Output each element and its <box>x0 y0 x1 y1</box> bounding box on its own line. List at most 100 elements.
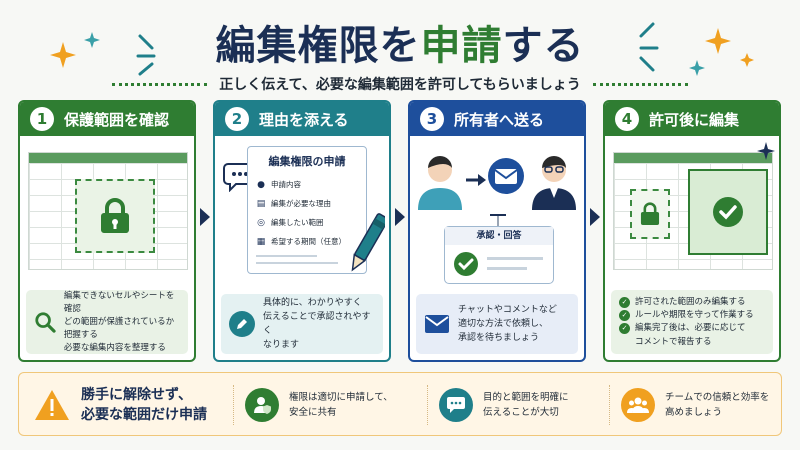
check-circle-icon <box>713 197 743 227</box>
step-number: 3 <box>420 107 444 131</box>
note-line: 承認を待ちましょう <box>458 333 540 343</box>
subtitle-row: 正しく伝えて、必要な編集範囲を許可してもらいましょう <box>0 72 800 96</box>
page-title: 編集権限を申請する <box>216 13 585 71</box>
envelope-icon <box>488 158 524 194</box>
protected-range <box>75 179 155 253</box>
team-icon <box>621 388 655 422</box>
title-row: 編集権限を申請する <box>0 12 800 72</box>
summary-item-line: 伝えることが大切 <box>483 407 559 418</box>
summary-item-line: 安全に共有 <box>289 407 337 418</box>
step-card-1: 1 保護範囲を確認 編集できないセルやシートを確認 どの範囲が保護されているか … <box>18 100 196 362</box>
requester-icon <box>418 156 462 210</box>
request-form: 編集権限の申請 ●申請内容 ▤編集が必要な理由 ◎編集したい範囲 ▦希望する期間… <box>247 146 367 274</box>
arrow-right-icon <box>200 208 210 226</box>
note-line: 編集できないセルやシートを確認 <box>63 290 175 314</box>
magnifier-icon <box>35 312 56 333</box>
step-number: 2 <box>225 107 249 131</box>
step-illustration <box>605 136 779 294</box>
note-row: ✓ ルールや期限を守って作業する <box>619 309 754 322</box>
lock-icon <box>640 202 660 225</box>
form-item: ◎編集したい範囲 <box>257 217 324 228</box>
note-line: 必要な編集内容を整理する <box>63 342 166 353</box>
sparkle-right-icon <box>639 22 754 76</box>
summary-line: 必要な範囲だけ申請 <box>81 407 207 423</box>
note-row: ✓ 編集完了後は、必要に応じて <box>619 322 746 335</box>
step-card-2: 2 理由を添える 編集権限の申請 ●申請内容 ▤編集が必要な理由 ◎編集したい範… <box>213 100 391 362</box>
summary-line: 勝手に解除せず、 <box>81 387 193 403</box>
spreadsheet-illustration <box>613 152 773 270</box>
note-row: ✓ 許可された範囲のみ編集する <box>619 296 746 309</box>
form-item: ●申請内容 <box>257 179 301 190</box>
summary-item-line: 権限は適切に申請して、 <box>289 392 393 403</box>
step-header: 4 許可後に編集 <box>605 102 779 136</box>
locked-range <box>630 189 670 239</box>
sparkle-icon <box>757 142 775 160</box>
approval-card: 承認・回答 <box>444 226 554 284</box>
step-note: チャットやコメントなど 適切な方法で依頼し、 承認を待ちましょう <box>416 294 578 354</box>
note-line: 適切な方法で依頼し、 <box>458 319 549 329</box>
note-line: 把握する <box>63 329 98 340</box>
chat-icon <box>439 388 473 422</box>
form-item: ▦希望する期間（任意） <box>256 236 346 247</box>
check-icon: ✓ <box>619 309 630 321</box>
approval-label: 承認・回答 <box>445 227 553 245</box>
step-title: 所有者へ送る <box>454 110 545 129</box>
target-icon: ◎ <box>257 217 265 228</box>
lock-icon <box>101 198 129 233</box>
summary-item: チームでの信頼と効率を 高めましょう <box>621 373 781 437</box>
pen-icon <box>351 213 385 272</box>
step-title: 許可後に編集 <box>649 110 740 129</box>
step-illustration: 編集権限の申請 ●申請内容 ▤編集が必要な理由 ◎編集したい範囲 ▦希望する期間… <box>215 136 389 294</box>
step-note: ✓ 許可された範囲のみ編集する ✓ ルールや期限を守って作業する ✓ 編集完了後… <box>611 290 773 354</box>
dotted-divider <box>592 82 688 86</box>
calendar-icon: ▦ <box>256 236 266 247</box>
owner-icon <box>532 156 576 210</box>
warning-icon <box>35 390 69 420</box>
arrow-right-icon <box>395 208 405 226</box>
check-circle-icon <box>454 252 478 276</box>
step-note: 具体的に、わかりやすく 伝えることで承認されやすく なります <box>221 294 383 354</box>
user-icon: ● <box>257 179 265 190</box>
step-title: 保護範囲を確認 <box>64 110 170 129</box>
form-title: 編集権限の申請 <box>268 155 346 168</box>
note-line: なります <box>263 340 300 350</box>
step-header: 3 所有者へ送る <box>410 102 584 136</box>
step-number: 1 <box>30 107 54 131</box>
form-item: ▤編集が必要な理由 <box>256 198 331 209</box>
note-line: 伝えることで承認されやすく <box>263 312 371 336</box>
summary-item: 目的と範囲を明確に 伝えることが大切 <box>439 373 599 437</box>
title-part-1: 編集権限を <box>215 23 421 69</box>
step-note: 編集できないセルやシートを確認 どの範囲が保護されているか 把握する 必要な編集… <box>26 290 188 354</box>
summary-item: 権限は適切に申請して、 安全に共有 <box>245 373 415 437</box>
note-line: どの範囲が保護されているか <box>63 316 175 327</box>
shield-user-icon <box>245 388 279 422</box>
note-line: 具体的に、わかりやすく <box>263 298 362 308</box>
check-icon: ✓ <box>619 322 630 334</box>
summary-main: 勝手に解除せず、 必要な範囲だけ申請 <box>33 373 233 437</box>
spreadsheet-illustration <box>28 152 188 270</box>
sparkle-left-icon <box>50 32 156 76</box>
step-title: 理由を添える <box>259 110 349 129</box>
pencil-icon <box>229 311 255 337</box>
arrow-right-icon <box>590 208 600 226</box>
step-illustration: 承認・回答 <box>410 136 584 294</box>
summary-item-line: 高めましょう <box>665 407 723 418</box>
step-header: 1 保護範囲を確認 <box>20 102 194 136</box>
step-card-3: 3 所有者へ送る <box>408 100 586 362</box>
permitted-range <box>688 169 768 255</box>
step-illustration <box>20 136 194 294</box>
dotted-divider <box>112 82 208 86</box>
step-number: 4 <box>615 107 639 131</box>
check-icon: ✓ <box>619 296 630 308</box>
step-card-4: 4 許可後に編集 ✓ 許可された範囲 <box>603 100 781 362</box>
subtitle: 正しく伝えて、必要な編集範囲を許可してもらいましょう <box>219 77 581 93</box>
note-line: チャットやコメントなど <box>458 305 557 315</box>
summary-banner: 勝手に解除せず、 必要な範囲だけ申請 権限は適切に申請して、 安全に共有 目的と… <box>18 372 782 436</box>
send-illustration <box>418 156 576 210</box>
mail-icon <box>425 315 449 333</box>
step-header: 2 理由を添える <box>215 102 389 136</box>
summary-item-line: チームでの信頼と効率を <box>665 392 770 403</box>
title-part-2: 申請 <box>420 23 503 69</box>
note-line: コメントで報告する <box>635 336 712 347</box>
title-part-3: する <box>502 23 585 69</box>
